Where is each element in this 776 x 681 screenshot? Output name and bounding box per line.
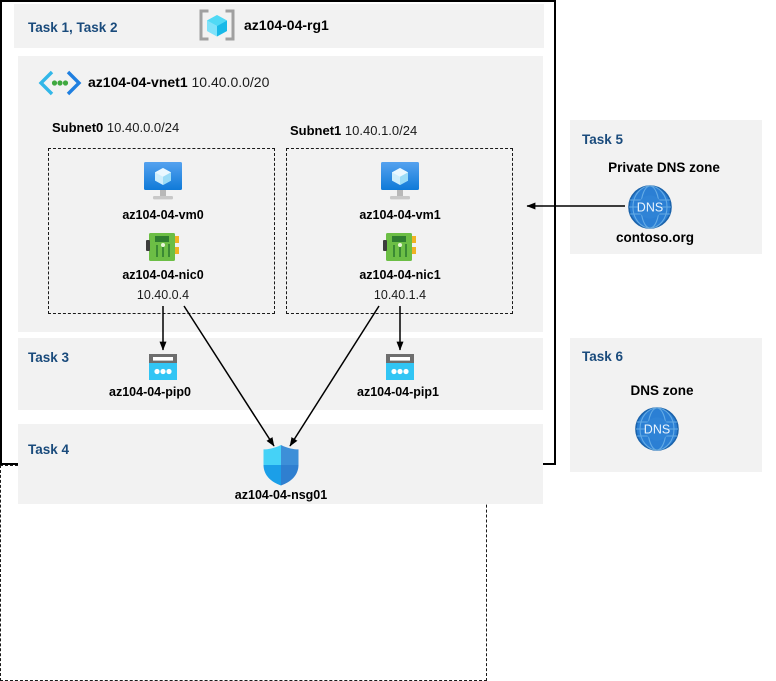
task-label-5: Task 5 <box>582 132 624 147</box>
resource-group-name: az104-04-rg1 <box>244 17 329 33</box>
nic0-label: az104-04-nic0 <box>122 268 204 282</box>
dns-globe-icon: DNS <box>634 406 680 452</box>
nic1-label: az104-04-nic1 <box>359 268 441 282</box>
vnet-title: az104-04-vnet1 10.40.0.0/20 <box>88 74 270 90</box>
subnet1-title: Subnet1 10.40.1.0/24 <box>290 123 418 138</box>
task6-panel <box>570 338 762 472</box>
vm1-label: az104-04-vm1 <box>359 208 441 222</box>
task-label-4: Task 4 <box>28 442 70 457</box>
task-label-3: Task 3 <box>28 350 70 365</box>
virtual-machine-icon <box>137 160 189 204</box>
nic1-ip: 10.40.1.4 <box>373 288 427 302</box>
task5-panel <box>570 120 762 254</box>
dns-zone-heading: DNS zone <box>630 383 694 398</box>
dns-globe-icon: DNS <box>627 184 673 230</box>
svg-text:DNS: DNS <box>644 423 670 437</box>
task3-panel <box>18 338 543 410</box>
pip1-label: az104-04-pip1 <box>357 385 439 399</box>
vnet-panel <box>18 56 543 332</box>
nsg-label: az104-04-nsg01 <box>234 488 328 502</box>
network-interface-icon <box>381 230 419 264</box>
pip0-label: az104-04-pip0 <box>109 385 191 399</box>
public-ip-address-icon <box>145 352 181 384</box>
resource-group-panel <box>14 4 544 48</box>
private-dns-zone-name: contoso.org <box>616 230 694 245</box>
subnet0-title: Subnet0 10.40.0.0/24 <box>52 120 180 135</box>
public-ip-address-icon <box>382 352 418 384</box>
connector-arrows <box>159 202 625 447</box>
nic0-ip: 10.40.0.4 <box>136 288 190 302</box>
network-interface-icon <box>144 230 182 264</box>
private-dns-zone-heading: Private DNS zone <box>608 160 720 175</box>
subnet0-box <box>48 148 275 314</box>
svg-text:DNS: DNS <box>637 201 663 215</box>
network-security-group-shield-icon <box>260 443 302 487</box>
task-label-1-2: Task 1, Task 2 <box>28 20 118 35</box>
virtual-network-icon <box>38 70 82 96</box>
vm0-label: az104-04-vm0 <box>122 208 204 222</box>
resource-group-cube-icon <box>198 8 236 42</box>
task-label-6: Task 6 <box>582 349 624 364</box>
virtual-machine-icon <box>374 160 426 204</box>
